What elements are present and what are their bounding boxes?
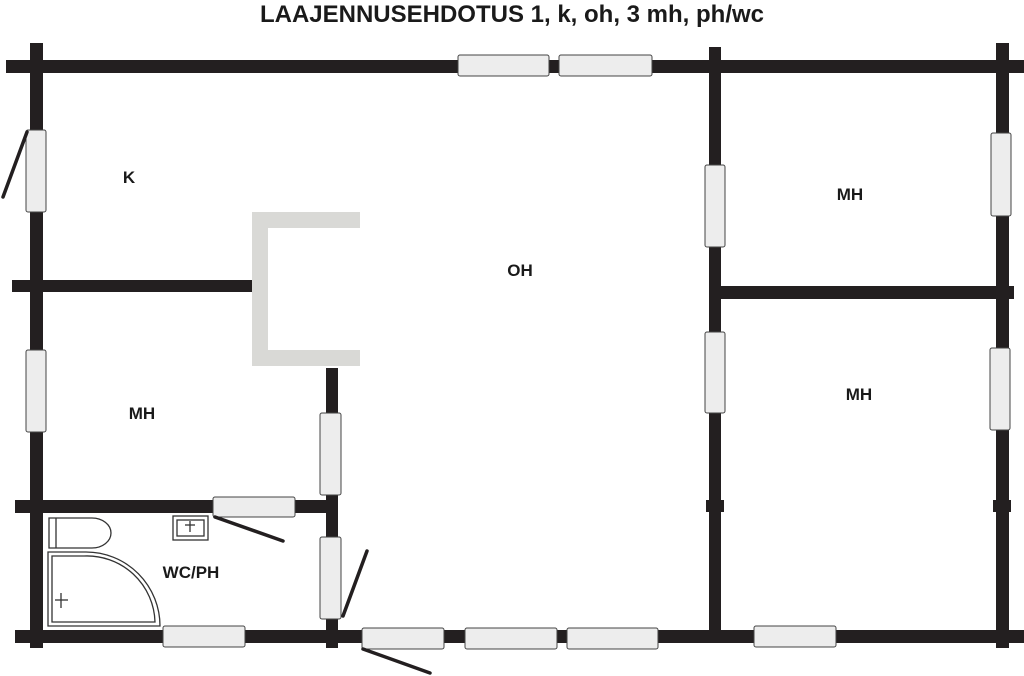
window-bedroom-door — [319, 412, 342, 496]
door-swing-entry — [341, 549, 369, 618]
exterior-walls — [6, 43, 1024, 648]
room-label-kitchen: K — [123, 168, 136, 187]
window-bottom-1 — [162, 625, 246, 648]
window-right-top — [990, 132, 1012, 217]
shower-inner — [51, 555, 156, 623]
room-label-bedroom-left: MH — [129, 404, 155, 423]
shower-icon — [47, 551, 161, 627]
window-divider-bottom — [704, 331, 726, 414]
window-top-2 — [558, 54, 653, 77]
window-bathroom-door — [212, 496, 296, 518]
sink-basin — [176, 519, 205, 537]
window-bottom-5 — [753, 625, 837, 648]
door-swings — [1, 130, 432, 675]
door-swing-bathroom — [213, 515, 285, 543]
door-swing-kitchen — [1, 130, 29, 199]
room-label-bedroom-bottom-right: MH — [846, 385, 872, 404]
room-label-bathroom: WC/PH — [163, 563, 220, 582]
window-bottom-4 — [566, 627, 659, 650]
toilet-icon — [48, 517, 112, 549]
window-entry-door — [319, 536, 342, 620]
door-swing-front — [361, 647, 432, 675]
room-label-living: OH — [507, 261, 533, 280]
window-right-bottom — [989, 347, 1011, 431]
wall-stub-1 — [706, 500, 724, 512]
windows — [25, 54, 1012, 650]
wall-kitchen-bedroom — [12, 280, 252, 292]
wall-stub-2 — [993, 500, 1011, 512]
window-top-1 — [457, 54, 550, 77]
bathroom-fixtures — [47, 515, 209, 627]
wall-bedrooms-divider — [709, 286, 1014, 299]
window-bottom-2 — [361, 627, 445, 650]
window-bottom-3 — [464, 627, 558, 650]
window-kitchen-left — [25, 129, 47, 213]
window-bedroom-left — [25, 349, 47, 433]
plan-title: LAAJENNUSEHDOTUS 1, k, oh, 3 mh, ph/wc — [259, 1, 765, 28]
sink-icon — [172, 515, 209, 541]
interior-walls — [12, 47, 1014, 648]
room-label-bedroom-top-right: MH — [837, 185, 863, 204]
fireplace — [252, 212, 360, 366]
window-divider-top — [704, 164, 726, 248]
